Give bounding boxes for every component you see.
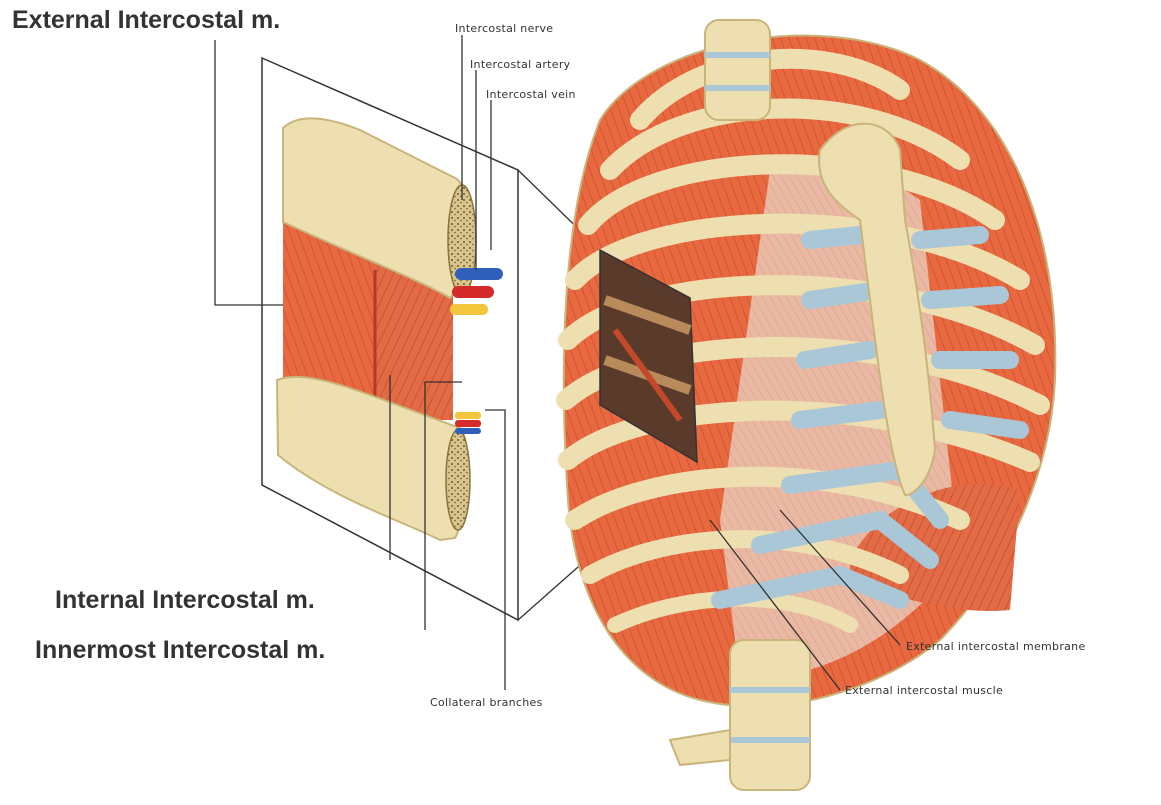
collateral-artery-branch <box>455 420 481 427</box>
rib-cage <box>564 20 1056 790</box>
label-intercostal-artery: Intercostal artery <box>470 58 570 71</box>
label-innermost-intercostal-m: Innermost Intercostal m. <box>35 636 325 665</box>
label-intercostal-vein: Intercostal vein <box>486 88 576 101</box>
label-intercostal-nerve: Intercostal nerve <box>455 22 553 35</box>
label-collateral-branches: Collateral branches <box>430 696 543 709</box>
intercostal-nerve-fiber <box>450 304 488 315</box>
label-external-intercostal-muscle: External intercostal muscle <box>845 684 1003 697</box>
intercostal-vein-vessel <box>455 268 503 280</box>
label-external-intercostal-membrane: External intercostal membrane <box>906 640 1086 653</box>
collateral-vein-branch <box>455 428 481 434</box>
label-internal-intercostal-m: Internal Intercostal m. <box>55 586 315 615</box>
collateral-nerve-branch <box>455 412 481 419</box>
intercostal-artery-vessel <box>452 286 494 298</box>
lower-rib-cross-section <box>446 430 470 530</box>
label-external-intercostal-m: External Intercostal m. <box>12 6 280 35</box>
